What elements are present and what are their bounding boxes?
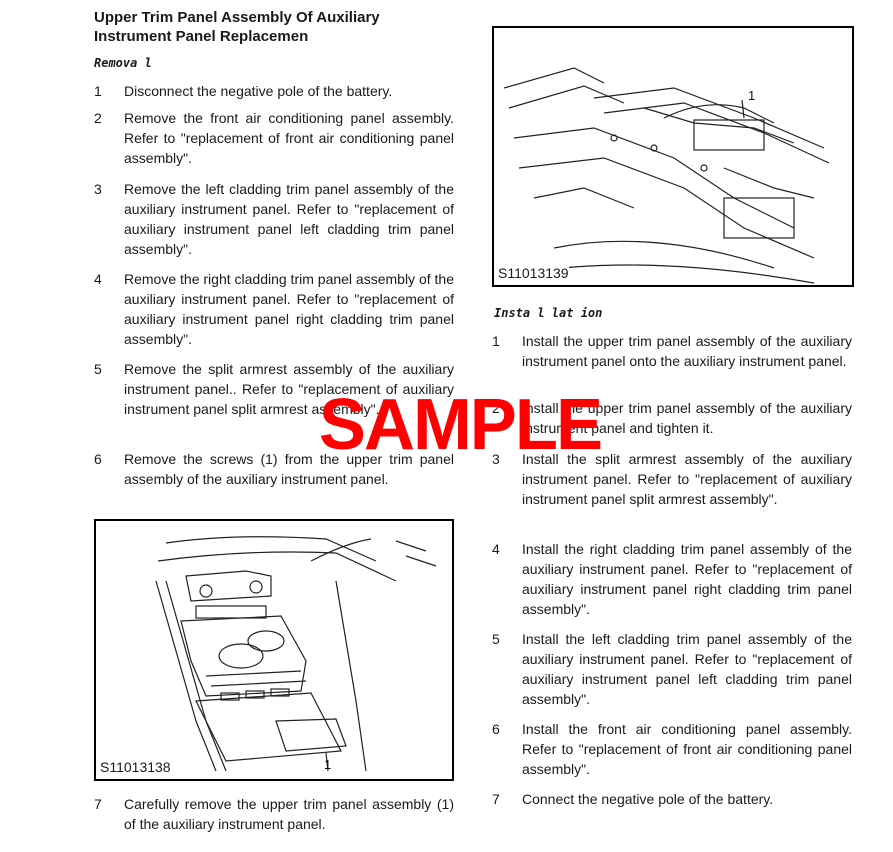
step-number: 4 [94,271,102,287]
step-number: 2 [94,110,102,126]
step-text: Install the right cladding trim panel as… [522,541,852,617]
step-number: 7 [492,791,500,807]
step-text: Remove the split armrest assembly of the… [124,361,454,417]
step-number: 5 [94,361,102,377]
installation-step-2: 2 Install the upper trim panel assembly … [492,398,854,438]
step-text: Install the upper trim panel assembly of… [522,400,852,436]
removal-step-4: 4 Remove the right cladding trim panel a… [94,269,454,349]
step-text: Connect the negative pole of the battery… [522,791,774,807]
figure-s11013139: 1 S11013139 [492,26,854,287]
step-text: Carefully remove the upper trim panel as… [124,796,454,832]
step-number: 1 [94,83,102,99]
step-text: Install the left cladding trim panel ass… [522,631,852,707]
center-console-illustration: 1 [155,536,437,772]
left-column: Upper Trim Panel Assembly Of Auxiliary I… [94,8,454,46]
figure-callout-1: 1 [324,757,331,772]
step-number: 6 [94,451,102,467]
step-text: Install the upper trim panel assembly of… [522,333,852,369]
removal-step-1: 1 Disconnect the negative pole of the ba… [94,81,454,101]
step-text: Disconnect the negative pole of the batt… [124,83,393,99]
removal-heading: Remova l [94,56,152,70]
installation-step-1: 1 Install the upper trim panel assembly … [492,331,854,391]
figure-s11013138: 1 S11013138 [94,519,454,781]
step-number: 1 [492,333,500,349]
step-number: 2 [492,400,500,416]
removal-step-3: 3 Remove the left cladding trim panel as… [94,179,454,259]
removal-step-7: 7 Carefully remove the upper trim panel … [94,794,454,834]
installation-step-3: 3 Install the split armrest assembly of … [492,449,854,529]
installation-step-7: 7 Connect the negative pole of the batte… [492,789,854,809]
removal-step-2: 2 Remove the front air conditioning pane… [94,108,454,168]
figure-label: S11013139 [498,265,569,281]
step-text: Remove the right cladding trim panel ass… [124,271,454,347]
step-number: 3 [492,451,500,467]
step-text: Install the front air conditioning panel… [522,721,852,777]
step-number: 3 [94,181,102,197]
removal-step-6: 6 Remove the screws (1) from the upper t… [94,449,454,489]
installation-step-6: 6 Install the front air conditioning pan… [492,719,854,779]
installation-heading: Insta l lat ion [494,306,603,320]
figure-callout-1: 1 [748,88,755,103]
page-title-line1: Upper Trim Panel Assembly Of Auxiliary [94,9,380,26]
trim-panel-removal-illustration: 1 [503,67,830,284]
step-number: 4 [492,541,500,557]
installation-step-5: 5 Install the left cladding trim panel a… [492,629,854,709]
step-text: Remove the screws (1) from the upper tri… [124,451,454,487]
step-text: Install the split armrest assembly of th… [522,451,852,507]
sample-watermark: SAMPLE [318,385,603,465]
removal-step-5: 5 Remove the split armrest assembly of t… [94,359,454,439]
step-text: Remove the front air conditioning panel … [124,110,454,166]
step-text: Remove the left cladding trim panel asse… [124,181,454,257]
step-number: 6 [492,721,500,737]
step-number: 5 [492,631,500,647]
step-number: 7 [94,796,102,812]
figure-label: S11013138 [100,759,171,775]
page-title-line2: Instrument Panel Replacemen [94,28,309,45]
installation-step-4: 4 Install the right cladding trim panel … [492,539,854,619]
